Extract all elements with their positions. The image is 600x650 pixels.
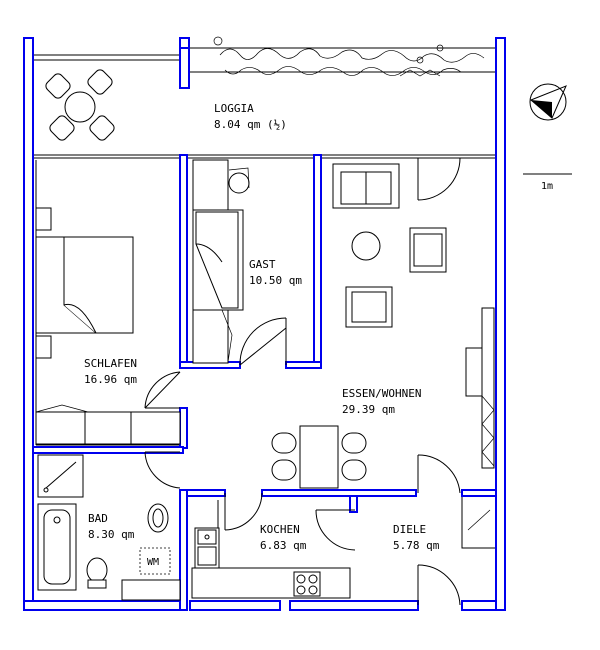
north-arrow-icon [529, 83, 567, 121]
room-area-wohnen: 29.39 qm [342, 403, 395, 416]
scale-label: 1m [541, 181, 553, 192]
room-area-diele: 5.78 qm [393, 539, 440, 552]
room-area-schlafen: 16.96 qm [84, 373, 137, 386]
doors [144, 157, 461, 606]
scale-bar: 1m [523, 173, 572, 192]
room-name-wohnen: ESSEN/WOHNEN [342, 387, 421, 400]
room-name-diele: DIELE [393, 523, 426, 536]
room-area-gast: 10.50 qm [249, 274, 302, 287]
bedroom-furniture [35, 207, 181, 445]
walls [23, 37, 506, 611]
bath-fixtures: WM [37, 454, 181, 601]
room-area-bad: 8.30 qm [88, 528, 135, 541]
room-name-schlafen: SCHLAFEN [84, 357, 137, 370]
loggia-furniture [45, 36, 485, 141]
living-furniture [271, 163, 447, 489]
guest-furniture [192, 159, 250, 364]
room-name-kochen: KOCHEN [260, 523, 300, 536]
room-area-kochen: 6.83 qm [260, 539, 307, 552]
washer-label: WM [147, 557, 159, 568]
room-name-loggia: LOGGIA [214, 102, 254, 115]
kitchen-fixtures [191, 527, 351, 599]
room-area-loggia: 8.04 qm (½) [214, 118, 287, 131]
room-name-gast: GAST [249, 258, 276, 271]
room-labels: LOGGIA 8.04 qm (½) GAST 10.50 qm SCHLAFE… [84, 102, 440, 552]
room-name-bad: BAD [88, 512, 108, 525]
